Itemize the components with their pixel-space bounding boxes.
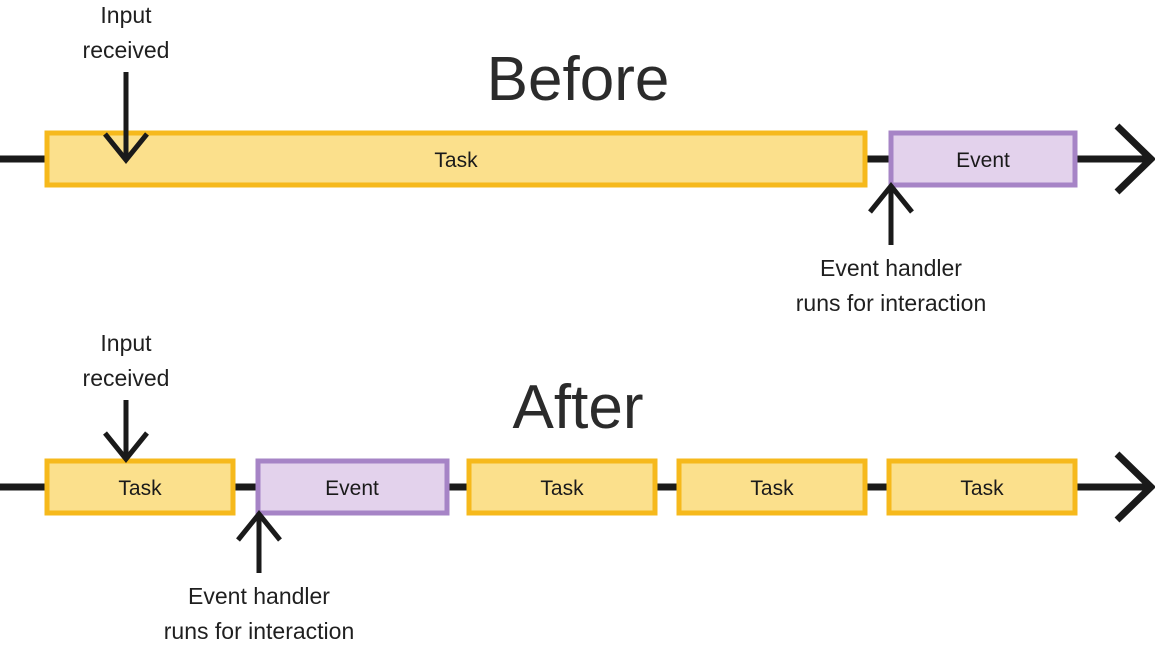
after-annotation-event-handler: Event handler runs for interaction [164,510,354,644]
after-block-task-3[interactable]: Task [676,458,868,516]
after-block-task-1[interactable]: Task [44,458,236,516]
after-block-task-2[interactable]: Task [466,458,658,516]
before-timeline [0,123,1155,195]
before-blocks: Task Event [44,130,1078,188]
after-task-3-box[interactable] [676,458,868,516]
after-blocks: Task Event Task Task Task [44,458,1078,516]
before-input-received-line-2: received [83,37,170,63]
before-title: Before [487,45,670,114]
before-axis-arrowhead-icon [1114,123,1155,195]
before-section: Before Task Event I [0,2,1155,316]
before-annotation-event-handler: Event handler runs for interaction [796,182,986,316]
before-input-received-arrowhead-icon [103,132,149,164]
before-annotation-input-received: Input received [83,2,170,164]
after-axis-arrowhead-icon [1114,451,1155,523]
after-input-received-line-1: Input [100,330,152,356]
after-task-2-box[interactable] [466,458,658,516]
after-event-handler-line-2: runs for interaction [164,618,354,644]
before-task-box[interactable] [44,130,868,188]
after-event-label: Event [325,477,379,500]
after-section: After Task Event [0,330,1155,644]
before-event-handler-line-2: runs for interaction [796,290,986,316]
before-block-event[interactable]: Event [888,130,1078,188]
after-event-handler-line-1: Event handler [188,583,330,609]
after-title: After [513,373,644,442]
after-event-box[interactable] [255,458,450,516]
before-event-label: Event [956,149,1010,172]
before-task-label: Task [434,149,478,172]
after-task-3-label: Task [750,477,794,500]
after-task-2-label: Task [540,477,584,500]
after-task-4-box[interactable] [886,458,1078,516]
after-input-received-arrowhead-icon [103,431,149,463]
after-block-task-4[interactable]: Task [886,458,1078,516]
after-block-event[interactable]: Event [255,458,450,516]
before-event-box[interactable] [888,130,1078,188]
after-task-1-box[interactable] [44,458,236,516]
after-input-received-line-2: received [83,365,170,391]
before-block-task[interactable]: Task [44,130,868,188]
before-event-handler-line-1: Event handler [820,255,962,281]
before-input-received-line-1: Input [100,2,152,28]
after-annotation-input-received: Input received [83,330,170,463]
after-task-1-label: Task [118,477,162,500]
before-event-handler-arrowhead-icon [868,182,914,214]
after-event-handler-arrowhead-icon [236,510,282,542]
after-task-4-label: Task [960,477,1004,500]
